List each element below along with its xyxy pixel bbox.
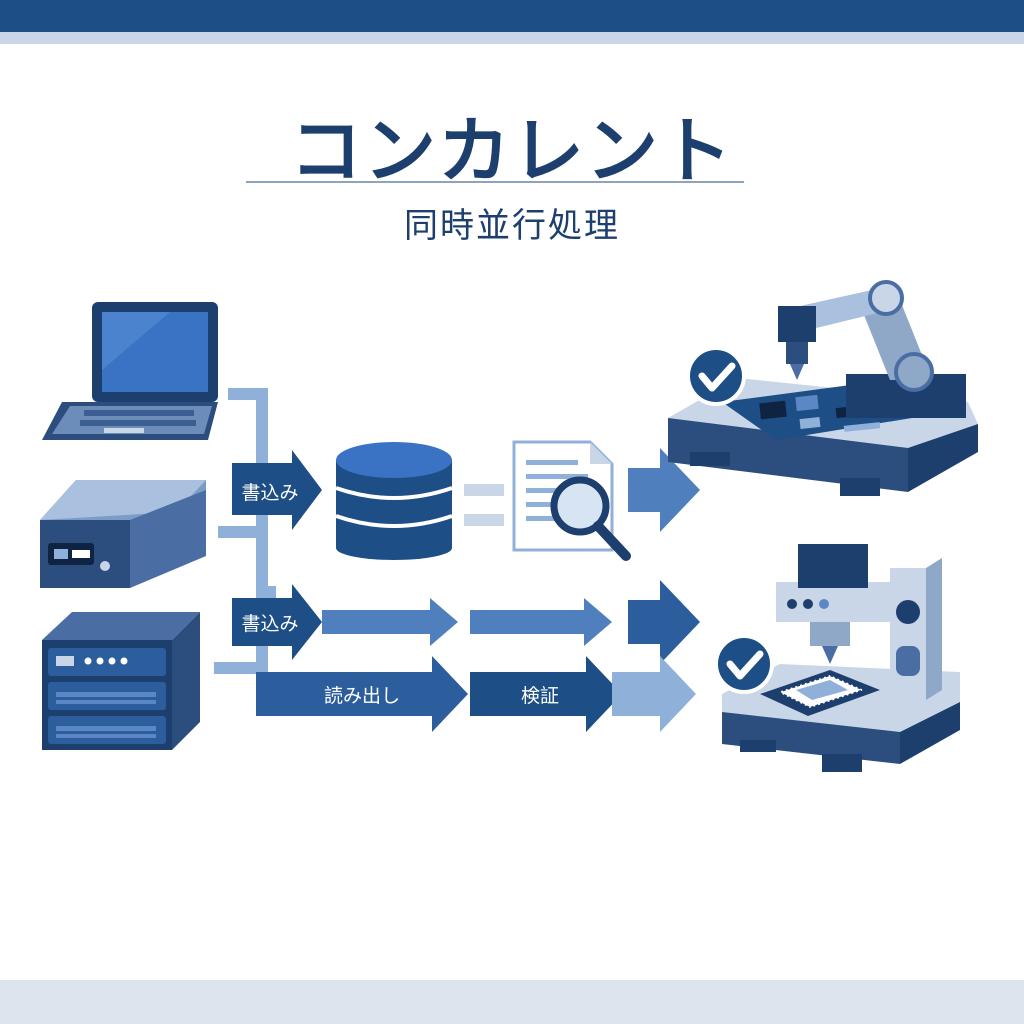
page-subtitle: 同時並行処理 xyxy=(404,206,620,246)
chip-testing-machine-icon xyxy=(722,544,960,772)
verify-arrow: 検証 xyxy=(470,656,622,732)
bottom-banner xyxy=(0,980,1024,1024)
write-arrow-top: 書込み xyxy=(232,450,322,530)
database-icon xyxy=(335,442,453,560)
flow-arrow-mid-1 xyxy=(322,598,458,646)
laptop-icon xyxy=(42,302,218,440)
top-banner-stripe xyxy=(0,32,1024,44)
flow-arrow-mid-2 xyxy=(470,598,612,646)
check-icon xyxy=(714,634,774,694)
read-arrow: 読み出し xyxy=(256,656,468,732)
connector-lines xyxy=(214,388,276,708)
write-arrow-mid: 書込み xyxy=(232,584,322,660)
read-arrow-label: 読み出し xyxy=(324,685,400,707)
write-arrow-mid-label: 書込み xyxy=(241,613,298,635)
storage-device-icon xyxy=(40,480,206,588)
title-divider xyxy=(246,181,744,183)
page-title: コンカレント xyxy=(289,109,734,193)
server-rack-icon xyxy=(42,612,200,750)
document-search-icon xyxy=(512,440,631,561)
top-banner xyxy=(0,0,1024,32)
write-arrow-top-label: 書込み xyxy=(241,482,298,504)
arrow-to-pcb-machine xyxy=(628,448,700,532)
arrow-to-chip-machine xyxy=(628,580,700,664)
equals-connector xyxy=(464,484,504,526)
flow-arrow-bottom xyxy=(612,656,696,732)
pcb-inspection-machine-icon xyxy=(668,280,978,496)
check-icon xyxy=(686,346,746,406)
verify-arrow-label: 検証 xyxy=(521,685,559,707)
